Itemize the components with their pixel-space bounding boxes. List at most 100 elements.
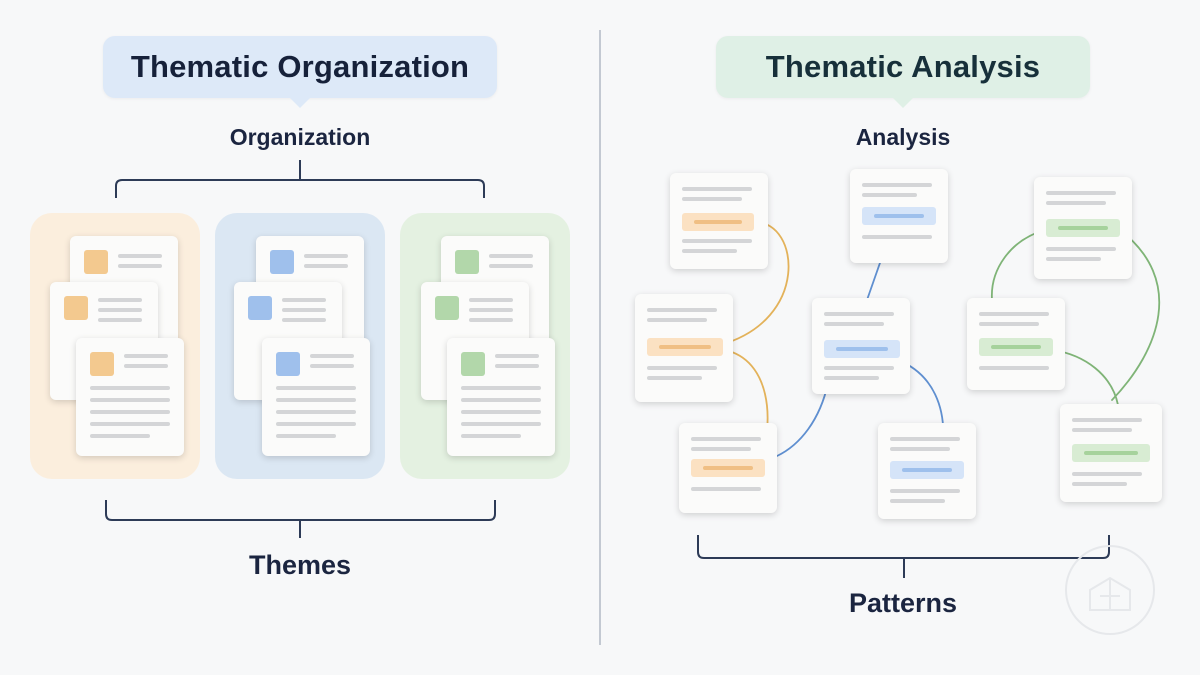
text-placeholder-line xyxy=(682,197,742,201)
document-card xyxy=(447,338,555,456)
text-placeholder-line xyxy=(682,249,737,253)
connector-green-2 xyxy=(1111,229,1161,401)
text-placeholder-line xyxy=(862,193,917,197)
patterns-bracket xyxy=(697,535,1110,578)
text-placeholder-line xyxy=(310,354,354,358)
text-placeholder-line xyxy=(124,364,168,368)
highlight-bar xyxy=(824,340,900,358)
orange-tag-icon xyxy=(90,352,114,376)
text-placeholder-line xyxy=(1072,428,1132,432)
analysis-card-green xyxy=(967,298,1065,390)
text-placeholder-line xyxy=(282,318,326,322)
analysis-card-orange xyxy=(670,173,768,269)
highlight-bar xyxy=(979,338,1053,356)
text-placeholder-line xyxy=(682,187,752,191)
text-placeholder-line xyxy=(461,422,541,426)
highlight-bar xyxy=(647,338,723,356)
title-pointer xyxy=(290,98,310,108)
orange-tag-icon xyxy=(64,296,88,320)
highlight-bar xyxy=(691,459,765,477)
thematic-analysis-title-text: Thematic Analysis xyxy=(765,49,1041,84)
text-placeholder-line xyxy=(461,398,541,402)
green-tag-icon xyxy=(461,352,485,376)
analysis-card-blue xyxy=(878,423,976,519)
highlight-bar xyxy=(902,468,952,472)
text-placeholder-line xyxy=(890,499,945,503)
text-placeholder-line xyxy=(647,318,707,322)
text-placeholder-line xyxy=(310,364,354,368)
blue-tag-icon xyxy=(270,250,294,274)
text-placeholder-line xyxy=(1072,472,1142,476)
text-placeholder-line xyxy=(124,354,168,358)
text-placeholder-line xyxy=(90,398,170,402)
text-placeholder-line xyxy=(691,487,761,491)
document-card xyxy=(262,338,370,456)
analysis-label: Analysis xyxy=(855,124,951,150)
analysis-card-blue xyxy=(850,169,948,263)
text-placeholder-line xyxy=(1046,247,1116,251)
text-placeholder-line xyxy=(495,354,539,358)
analysis-card-blue xyxy=(812,298,910,394)
organization-bracket xyxy=(115,160,485,198)
text-placeholder-line xyxy=(276,434,336,438)
themes-label: Themes xyxy=(248,550,352,580)
text-placeholder-line xyxy=(647,366,717,370)
text-placeholder-line xyxy=(118,264,162,268)
text-placeholder-line xyxy=(890,437,960,441)
text-placeholder-line xyxy=(495,364,539,368)
text-placeholder-line xyxy=(469,308,513,312)
highlight-bar xyxy=(874,214,924,218)
text-placeholder-line xyxy=(489,254,533,258)
text-placeholder-line xyxy=(1046,191,1116,195)
text-placeholder-line xyxy=(824,312,894,316)
text-placeholder-line xyxy=(90,410,170,414)
text-placeholder-line xyxy=(862,183,932,187)
text-placeholder-line xyxy=(824,376,879,380)
highlight-bar xyxy=(862,207,936,225)
highlight-bar xyxy=(1046,219,1120,237)
thematic-analysis-title: Thematic Analysis xyxy=(716,36,1090,108)
text-placeholder-line xyxy=(824,366,894,370)
text-placeholder-line xyxy=(979,366,1049,370)
green-tag-icon xyxy=(435,296,459,320)
text-placeholder-line xyxy=(647,308,717,312)
text-placeholder-line xyxy=(1072,418,1142,422)
text-placeholder-line xyxy=(1046,257,1101,261)
text-placeholder-line xyxy=(461,434,521,438)
text-placeholder-line xyxy=(461,386,541,390)
orange-tag-icon xyxy=(84,250,108,274)
text-placeholder-line xyxy=(489,264,533,268)
text-placeholder-line xyxy=(276,422,356,426)
text-placeholder-line xyxy=(469,298,513,302)
analysis-card-orange xyxy=(679,423,777,513)
text-placeholder-line xyxy=(824,322,884,326)
text-placeholder-line xyxy=(90,434,150,438)
highlight-bar xyxy=(694,220,742,224)
text-placeholder-line xyxy=(1072,482,1127,486)
text-placeholder-line xyxy=(647,376,702,380)
analysis-card-orange xyxy=(635,294,733,402)
text-placeholder-line xyxy=(282,308,326,312)
text-placeholder-line xyxy=(890,447,950,451)
blue-tag-icon xyxy=(276,352,300,376)
text-placeholder-line xyxy=(979,322,1039,326)
text-placeholder-line xyxy=(691,447,751,451)
text-placeholder-line xyxy=(98,298,142,302)
highlight-bar xyxy=(682,213,754,231)
text-placeholder-line xyxy=(90,386,170,390)
text-placeholder-line xyxy=(691,437,761,441)
text-placeholder-line xyxy=(276,410,356,414)
analysis-card-green xyxy=(1034,177,1132,279)
connector-orange-1 xyxy=(719,221,790,346)
text-placeholder-line xyxy=(1046,201,1106,205)
text-placeholder-line xyxy=(282,298,326,302)
thematic-organization-title: Thematic Organization xyxy=(103,36,497,108)
highlight-bar xyxy=(836,347,888,351)
text-placeholder-line xyxy=(98,308,142,312)
watermark-emblem-icon xyxy=(1065,545,1155,635)
text-placeholder-line xyxy=(890,489,960,493)
highlight-bar xyxy=(703,466,753,470)
blue-tag-icon xyxy=(248,296,272,320)
highlight-bar xyxy=(659,345,711,349)
